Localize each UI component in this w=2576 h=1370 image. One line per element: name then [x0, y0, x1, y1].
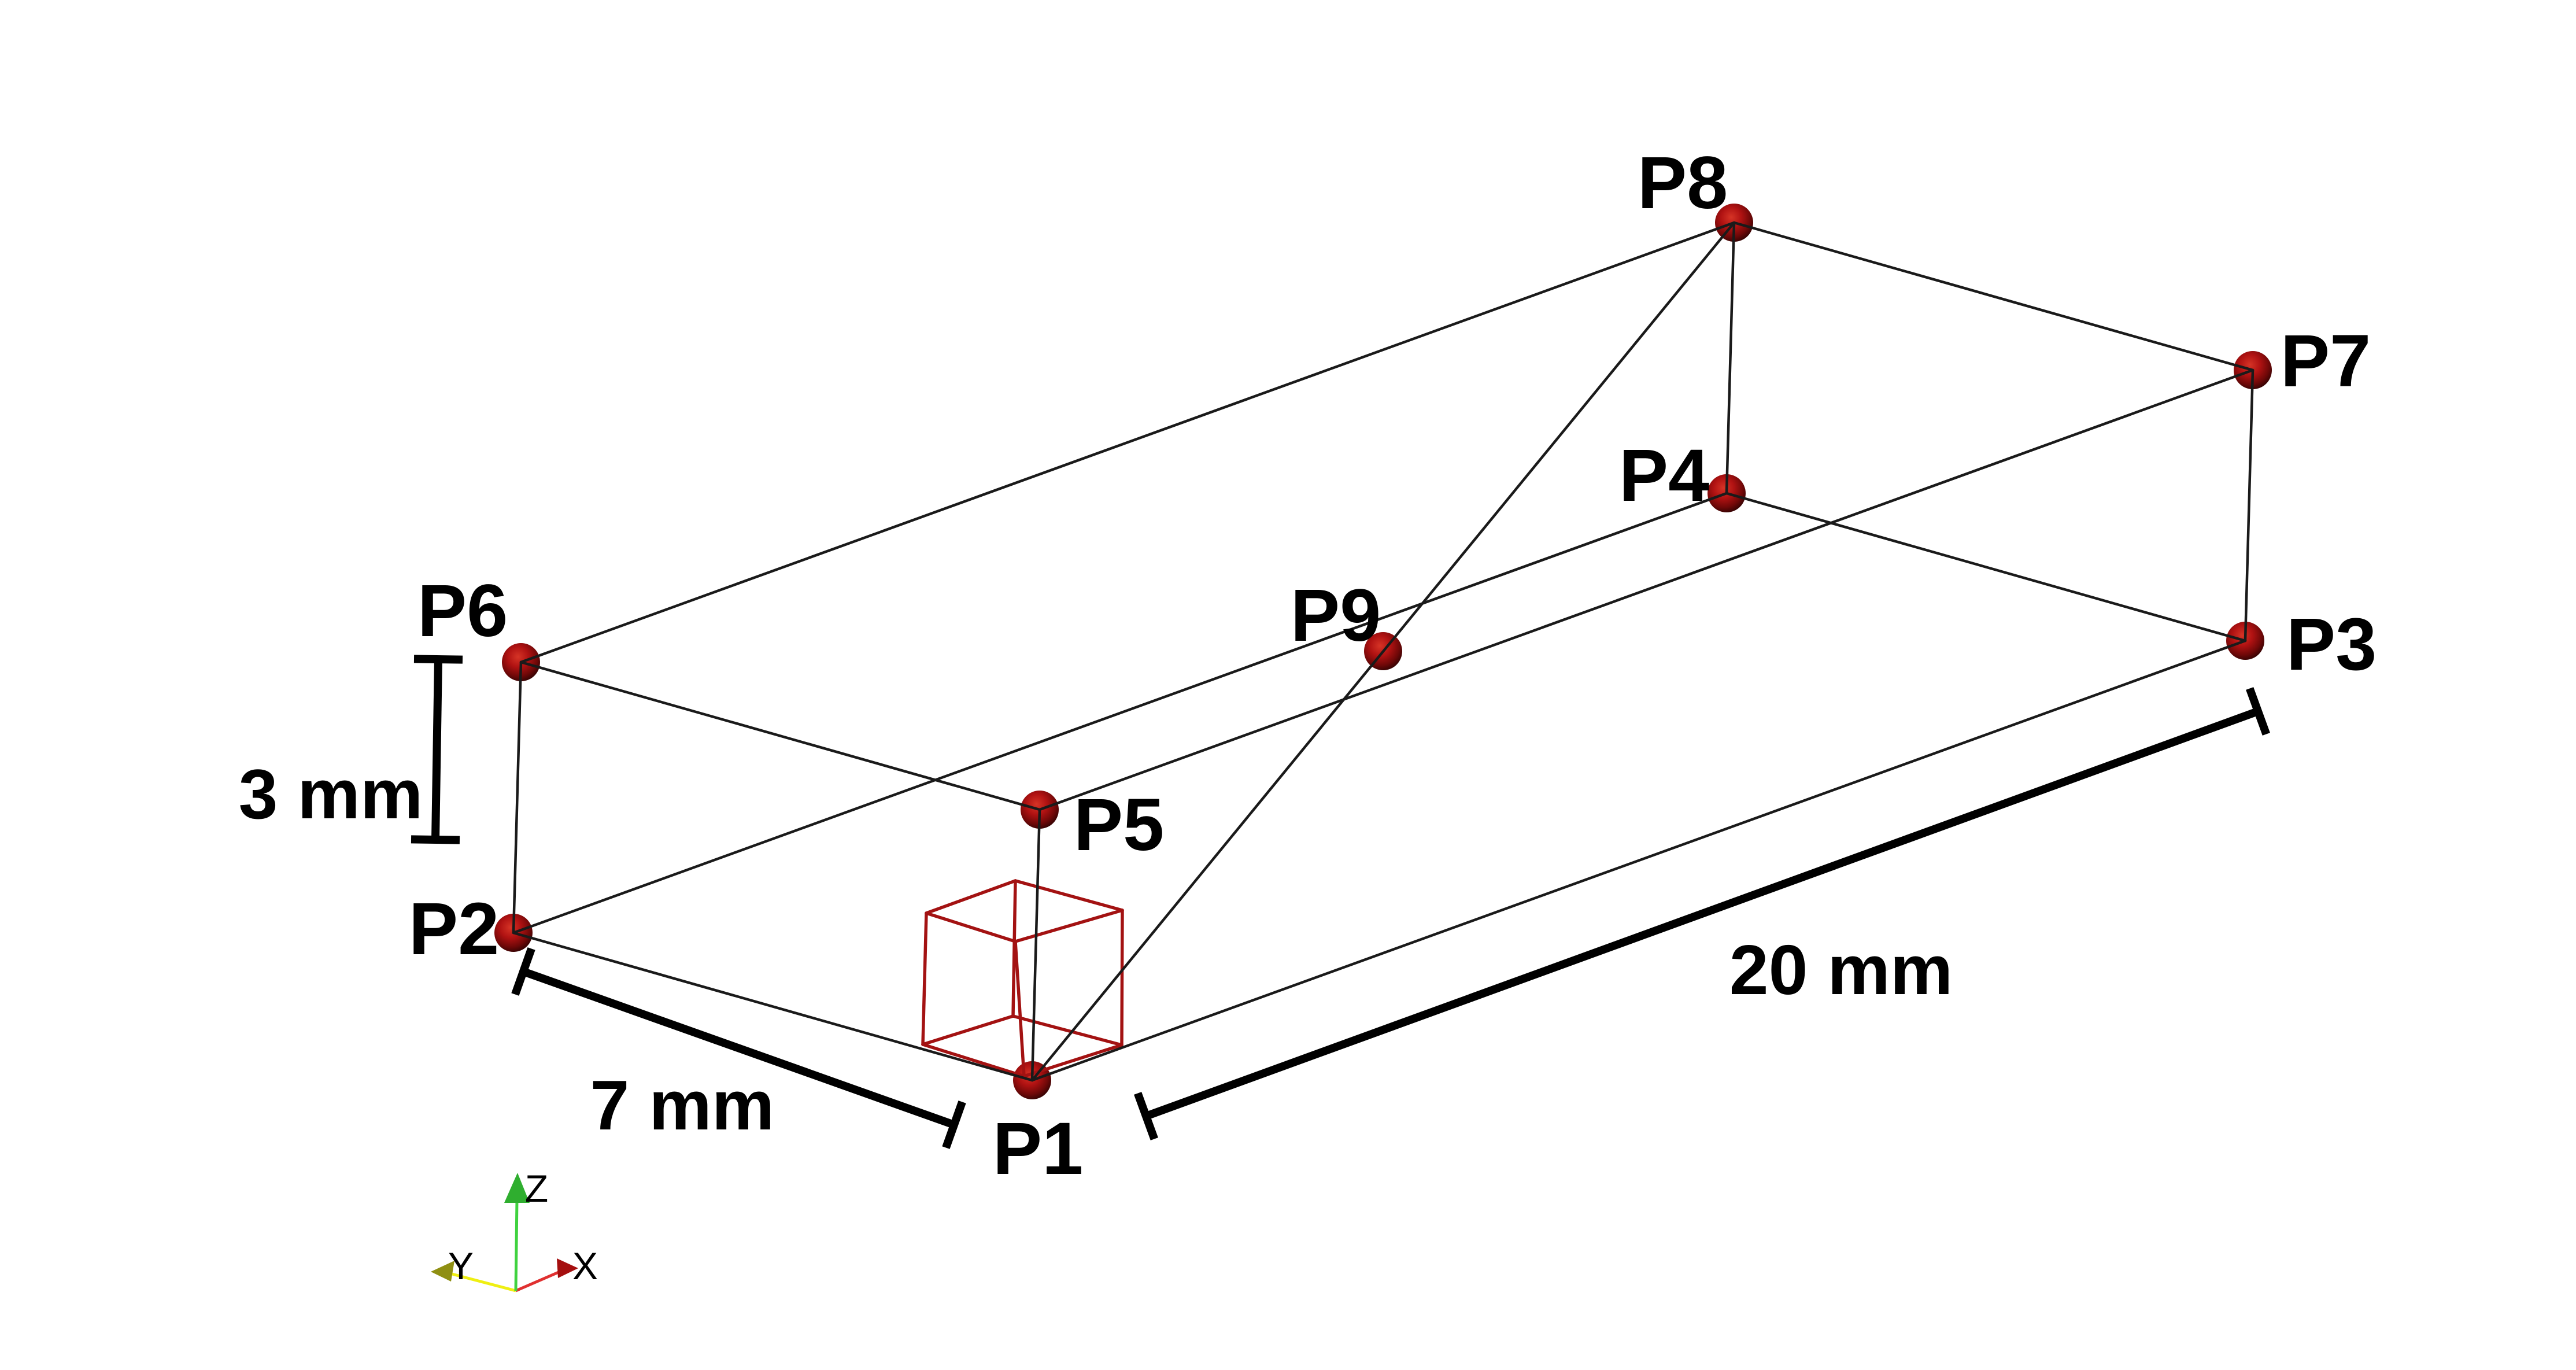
dim-20mm-label: 20 mm [1729, 930, 1953, 1009]
y-axis-label: Y [448, 1245, 474, 1287]
dim-3mm-label: 3 mm [239, 755, 423, 833]
unit-cell-edge [921, 911, 928, 1046]
label-P4: P4 [1619, 434, 1710, 517]
edge-P1-P3 [1030, 639, 2247, 1082]
dim-7mm-tick [511, 947, 535, 996]
edge-P1-P2 [512, 931, 1034, 1082]
unit-cell-edge [1011, 879, 1017, 1018]
unit-cell-edge [1014, 940, 1026, 1078]
dim-3mm-line [431, 659, 442, 840]
dim-20mm-line [1144, 707, 2260, 1120]
unit-cell-edge [921, 1014, 1015, 1046]
edge-P3-P4 [1725, 492, 2247, 642]
z-axis-label: Z [525, 1167, 548, 1210]
unit-cell-edge [1014, 879, 1124, 912]
y-axis-line [449, 1272, 516, 1293]
x-axis-arrowhead-icon [557, 1258, 578, 1278]
label-P6: P6 [417, 570, 508, 652]
edge-P2-P4 [512, 492, 1728, 935]
edge-P4-P8 [1725, 221, 1736, 495]
orientation-axes-widget: X Y Z [431, 1167, 598, 1293]
dim-3mm-tick [411, 835, 460, 844]
dim-20mm-tick [2246, 687, 2270, 736]
label-P5: P5 [1074, 784, 1165, 866]
unit-cell-edge [925, 911, 1017, 943]
dim-7mm-line [522, 968, 956, 1129]
x-axis-label: X [572, 1245, 598, 1287]
dim-20mm-tick [1134, 1092, 1158, 1140]
label-P2: P2 [409, 888, 500, 970]
unit-cell-edge [1014, 909, 1124, 943]
edge-P7-P8 [1732, 221, 2255, 372]
unit-cell-cube [921, 879, 1124, 1078]
unit-cell-edge [1011, 1014, 1123, 1047]
dim-7mm-tick [942, 1101, 966, 1149]
dimension-annotations: 3 mm 7 mm 20 mm [239, 655, 2270, 1149]
label-P3: P3 [2286, 603, 2377, 686]
edge-P2-P6 [512, 660, 523, 935]
edge-P3-P7 [2244, 368, 2255, 642]
label-P8: P8 [1638, 142, 1728, 224]
wireframe-edges [512, 221, 2255, 1082]
edge-P6-P8 [519, 221, 1736, 664]
unit-cell-edge [921, 1043, 1026, 1078]
z-axis-line [514, 1199, 519, 1291]
edge-P5-P6 [519, 660, 1041, 811]
edge-P1-P5 [1030, 808, 1041, 1082]
dim-7mm-label: 7 mm [590, 1066, 775, 1144]
y-axis-arrowhead-icon [431, 1261, 454, 1282]
label-P9: P9 [1291, 574, 1381, 657]
unit-cell-edge [925, 879, 1017, 915]
label-P1: P1 [993, 1107, 1084, 1190]
x-axis-line [515, 1268, 564, 1293]
label-P7: P7 [2281, 320, 2371, 402]
edge-P1-P8 [1030, 221, 1736, 1082]
z-axis-arrowhead-icon [504, 1173, 530, 1203]
edge-P5-P7 [1038, 368, 2255, 811]
